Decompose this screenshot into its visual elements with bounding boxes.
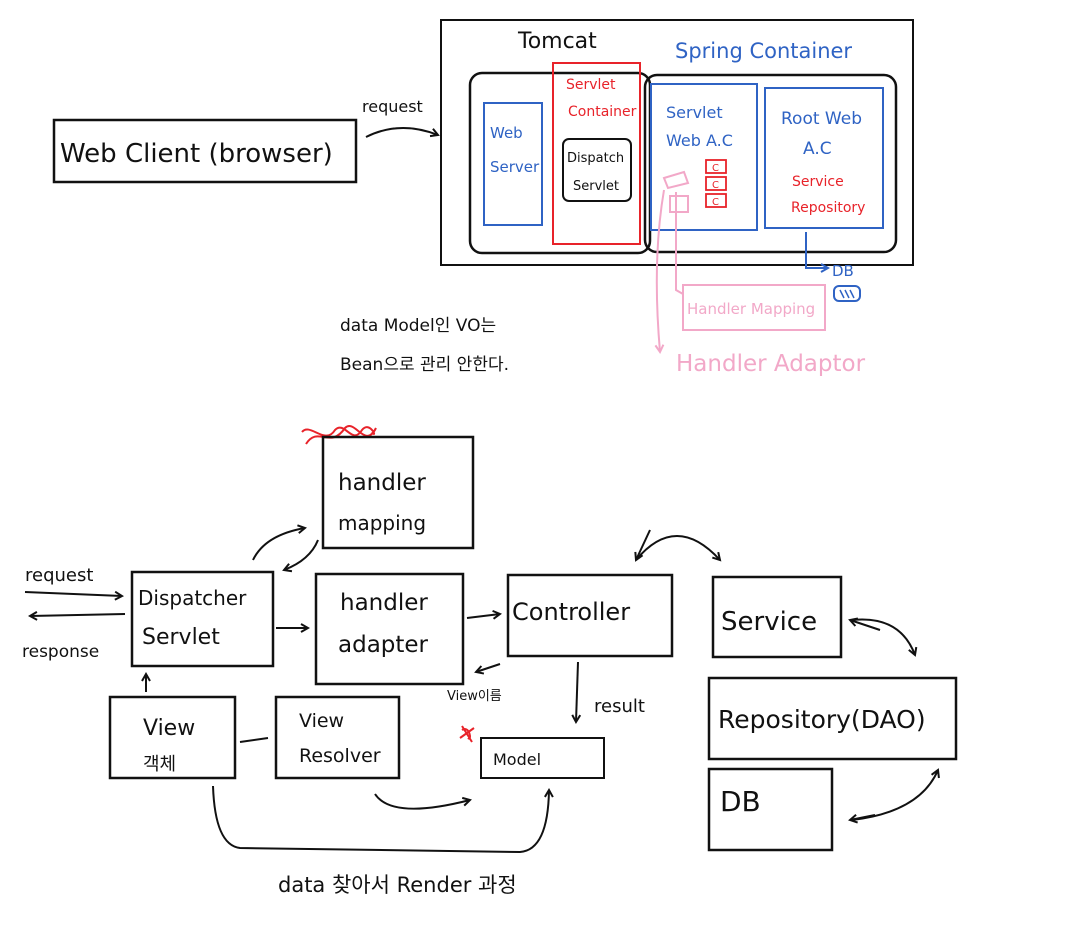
c-box-2: C [712, 180, 719, 191]
view-resolver-line1: View [299, 710, 344, 732]
view-name-label: View이름 [447, 689, 502, 704]
servlet-web-ac-box: Servlet Web A.C [650, 83, 758, 231]
servlet-web-ac-line1: Servlet [666, 103, 723, 122]
repository-label: Repository(DAO) [718, 705, 926, 734]
c-box-1: C [712, 163, 719, 174]
arrow-service-repo [851, 618, 915, 655]
db-box: DB [707, 767, 834, 852]
tomcat-label: Tomcat [517, 29, 597, 54]
spring-container-box: Spring Container [643, 39, 898, 254]
dispatch-line2: Servlet [573, 179, 619, 194]
pink-line-2 [657, 189, 665, 352]
note-line1: data Model인 VO는 [340, 316, 496, 336]
red-scribble-mark [301, 425, 377, 445]
dispatcher-servlet-box-top: Dispatch Servlet [562, 138, 632, 202]
arrow-controller-to-adapter [476, 663, 501, 672]
handler-adaptor-label: Handler Adaptor [676, 351, 866, 377]
arrow-controller-to-model [576, 661, 578, 722]
root-repository-label: Repository [791, 200, 865, 216]
controller-label: Controller [512, 598, 630, 626]
controller-boxes: C C C [705, 159, 727, 208]
render-note: data 찾아서 Render 과정 [278, 873, 517, 897]
arrow-controller-service-left [636, 529, 651, 560]
handler-mapping-box: handler mapping [321, 435, 475, 550]
view-object-line1: View [143, 716, 195, 741]
render-path-arrow [212, 785, 549, 854]
request-arrow-top: request [362, 97, 438, 138]
pink-bean-1 [662, 170, 690, 190]
handler-mapping-box-top: Handler Mapping [682, 284, 826, 331]
arrow-to-handler-mapping [252, 528, 305, 561]
view-object-line2: 객체 [143, 754, 176, 775]
root-web-ac-line1: Root Web [781, 109, 862, 129]
model-box: Model [480, 737, 605, 779]
spring-container-label: Spring Container [675, 39, 852, 63]
root-web-ac-line2: A.C [803, 139, 832, 159]
handler-adapter-line2: adapter [338, 632, 429, 658]
request-label-top: request [362, 97, 423, 116]
web-server-line2: Server [490, 158, 540, 176]
handler-adapter-box: handler adapter [314, 572, 465, 686]
servlet-web-ac-line2: Web A.C [666, 131, 733, 150]
response-label: response [22, 642, 99, 662]
arrow-repo-service [850, 620, 881, 631]
pink-bean-2 [669, 195, 689, 213]
arrow-from-handler-mapping [284, 539, 319, 570]
service-label: Service [721, 607, 817, 637]
arrow-resolver-to-model [374, 793, 470, 810]
arrow-controller-service-right [635, 535, 720, 560]
request-label: request [25, 565, 93, 586]
view-object-box: View 객체 [108, 695, 237, 780]
servlet-container-line2: Container [568, 104, 637, 120]
handler-adapter-line1: handler [340, 590, 428, 616]
db-arrow-top [805, 232, 828, 268]
handler-mapping-line2: mapping [338, 511, 426, 535]
servlet-container-line1: Servlet [566, 77, 616, 93]
red-scribble-model [459, 725, 475, 743]
web-server-line1: Web [490, 124, 523, 142]
repository-box: Repository(DAO) [707, 676, 958, 761]
handler-mapping-label-top: Handler Mapping [687, 300, 815, 318]
dispatcher-servlet-box: Dispatcher Servlet [130, 570, 275, 668]
db-icon [833, 285, 861, 302]
view-resolver-line2: Resolver [299, 745, 381, 767]
arrow-repo-db [850, 815, 876, 820]
db-label-top: DB [832, 262, 854, 280]
db-label: DB [720, 785, 761, 818]
model-label: Model [493, 750, 541, 769]
view-resolver-box: View Resolver [274, 695, 401, 780]
handler-mapping-line1: handler [338, 470, 426, 496]
dispatch-line1: Dispatch [567, 151, 624, 166]
servlet-container-box: Servlet Container [552, 62, 641, 245]
arrow-db-repo [851, 770, 938, 821]
web-server-box: Web Server [483, 102, 543, 226]
line-view-to-resolver [239, 737, 269, 743]
request-response-arrows: request response [22, 565, 126, 662]
web-client-label: Web Client (browser) [60, 139, 333, 169]
db-icon-stripes [839, 289, 855, 299]
web-client-box: Web Client (browser) [52, 118, 358, 184]
c-box-3: C [712, 197, 719, 208]
service-box: Service [711, 575, 843, 659]
root-web-ac-box: Root Web A.C Service Repository [764, 87, 884, 229]
arrow-adapter-to-controller [466, 614, 500, 618]
root-service-label: Service [792, 174, 844, 190]
result-label: result [594, 696, 645, 717]
note-line2: Bean으로 관리 안한다. [340, 355, 509, 375]
dispatcher-line1: Dispatcher [138, 586, 247, 610]
dispatcher-line2: Servlet [142, 625, 220, 650]
pink-line-1 [675, 192, 684, 295]
controller-box: Controller [506, 573, 674, 658]
